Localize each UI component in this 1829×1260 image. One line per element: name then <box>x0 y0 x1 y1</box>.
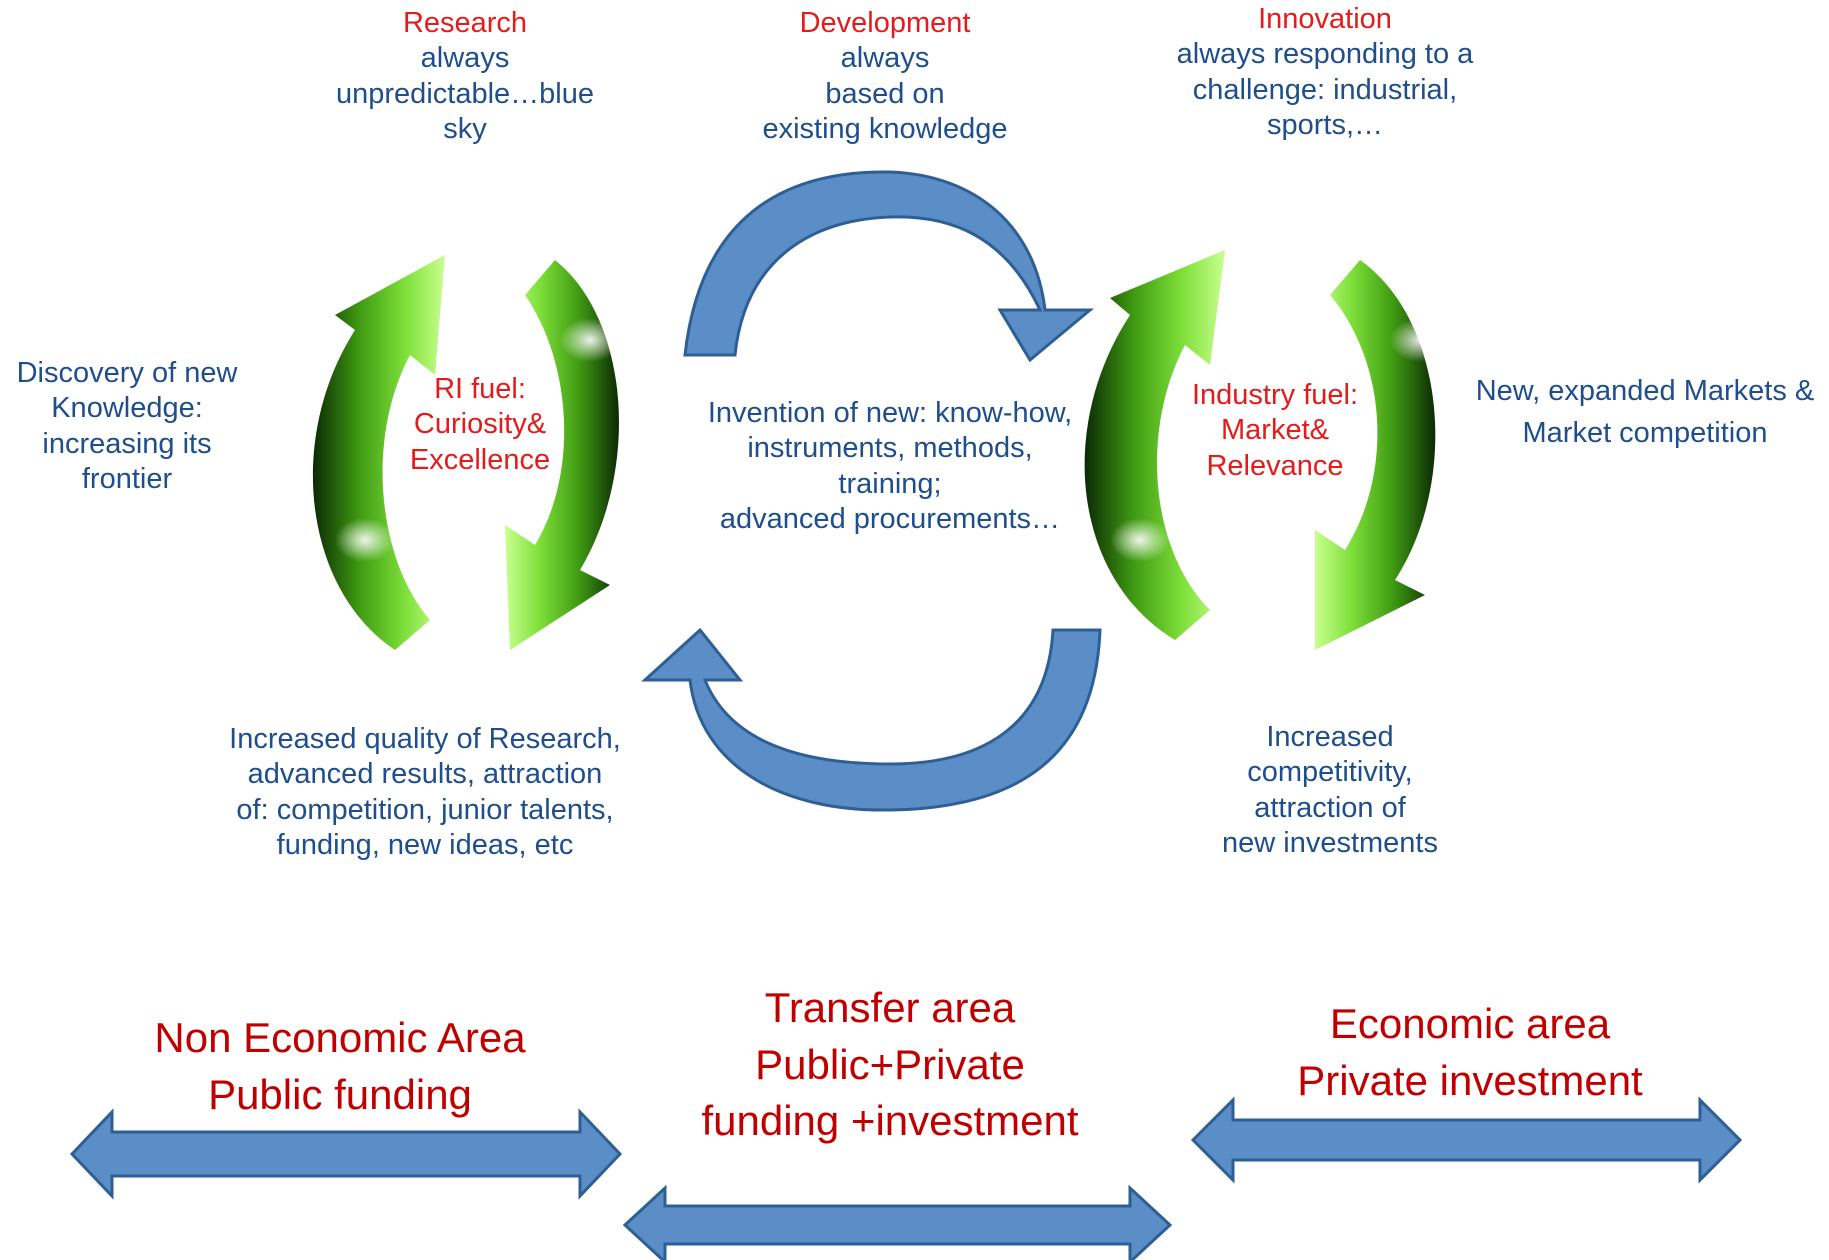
ri-fuel-line-2: Curiosity& <box>413 408 547 441</box>
invention-text: Invention of new: know-how, instruments,… <box>690 396 1090 538</box>
discovery-text: Discovery of new Knowledge: increasing i… <box>0 356 254 498</box>
innovation-line-3: sports,… <box>1266 109 1384 142</box>
research-quality-line-4: funding, new ideas, etc <box>276 829 574 862</box>
competitivity-line-1: Increased <box>1266 721 1394 753</box>
competitivity-line-4: new investments <box>1222 827 1438 860</box>
research-line-3: sky <box>443 113 487 146</box>
competitivity-text: Increased competitivity, attraction of n… <box>1180 720 1480 862</box>
top-cycle-arrow <box>683 170 1095 363</box>
invention-line-1: Invention of new: know-how, <box>707 397 1073 429</box>
markets-text: New, expanded Markets & Market competiti… <box>1465 370 1825 454</box>
economic-area-arrow <box>1190 1096 1743 1184</box>
research-quality-text: Increased quality of Research, advanced … <box>210 722 640 864</box>
ri-fuel-line-3: Excellence <box>409 443 551 476</box>
industry-fuel-line-2: Market& <box>1221 414 1329 447</box>
invention-line-4: advanced procurements… <box>719 503 1061 536</box>
transfer-line-3: funding +investment <box>701 1097 1079 1145</box>
ri-fuel-line-1: RI fuel: <box>434 373 526 405</box>
non-economic-area-label: Non Economic Area Public funding <box>110 1010 570 1123</box>
right-cycle-left-arrow <box>1084 250 1225 640</box>
non-economic-line-2: Public funding <box>208 1070 472 1118</box>
economic-area-label: Economic area Private investment <box>1240 996 1700 1109</box>
transfer-line-1: Transfer area <box>764 984 1016 1031</box>
markets-line-1: New, expanded Markets & <box>1475 375 1815 407</box>
economic-line-2: Private investment <box>1297 1056 1643 1104</box>
industry-fuel-line-1: Industry fuel: <box>1191 379 1359 411</box>
markets-line-2: Market competition <box>1522 417 1768 450</box>
research-line-1: always <box>420 42 510 75</box>
development-line-1: always <box>840 42 930 75</box>
discovery-line-4: frontier <box>81 463 173 496</box>
transfer-area-label: Transfer area Public+Private funding +in… <box>660 980 1120 1150</box>
economic-line-1: Economic area <box>1329 1000 1611 1047</box>
research-line-2: unpredictable…blue <box>336 77 594 110</box>
ri-fuel-label: RI fuel: Curiosity& Excellence <box>390 372 570 478</box>
innovation-line-2: challenge: industrial, <box>1192 73 1458 106</box>
innovation-title: Innovation <box>1258 3 1392 35</box>
industry-fuel-label: Industry fuel: Market& Relevance <box>1170 378 1380 484</box>
research-quality-line-3: of: competition, junior talents, <box>236 793 614 826</box>
discovery-line-1: Discovery of new <box>16 357 238 389</box>
non-economic-line-1: Non Economic Area <box>154 1014 526 1061</box>
right-cycle-right-arrow <box>1315 260 1450 650</box>
innovation-line-1: always responding to a <box>1176 38 1474 71</box>
non-economic-area-arrow <box>69 1108 623 1200</box>
research-stage-label: Research always unpredictable…blue sky <box>315 6 615 148</box>
research-quality-line-1: Increased quality of Research, <box>229 723 621 755</box>
industry-fuel-line-3: Relevance <box>1206 449 1344 482</box>
transfer-area-arrow <box>622 1184 1173 1260</box>
development-line-2: based on <box>825 77 945 110</box>
discovery-line-2: Knowledge: <box>51 392 203 425</box>
research-quality-line-2: advanced results, attraction <box>247 758 603 791</box>
research-title: Research <box>402 7 528 39</box>
development-title: Development <box>799 7 971 39</box>
left-cycle-left-arrow <box>312 255 445 650</box>
discovery-line-3: increasing its <box>42 427 212 460</box>
competitivity-line-3: attraction of <box>1254 791 1406 824</box>
innovation-stage-label: Innovation always responding to a challe… <box>1150 2 1500 144</box>
development-line-3: existing knowledge <box>762 113 1008 146</box>
bottom-cycle-arrow <box>641 627 1102 812</box>
transfer-line-2: Public+Private <box>755 1040 1025 1088</box>
development-stage-label: Development always based on existing kno… <box>720 6 1050 148</box>
invention-line-2: instruments, methods, <box>747 432 1033 465</box>
invention-line-3: training; <box>838 467 942 500</box>
competitivity-line-2: competitivity, <box>1247 756 1413 789</box>
left-cycle-right-arrow <box>505 260 620 650</box>
